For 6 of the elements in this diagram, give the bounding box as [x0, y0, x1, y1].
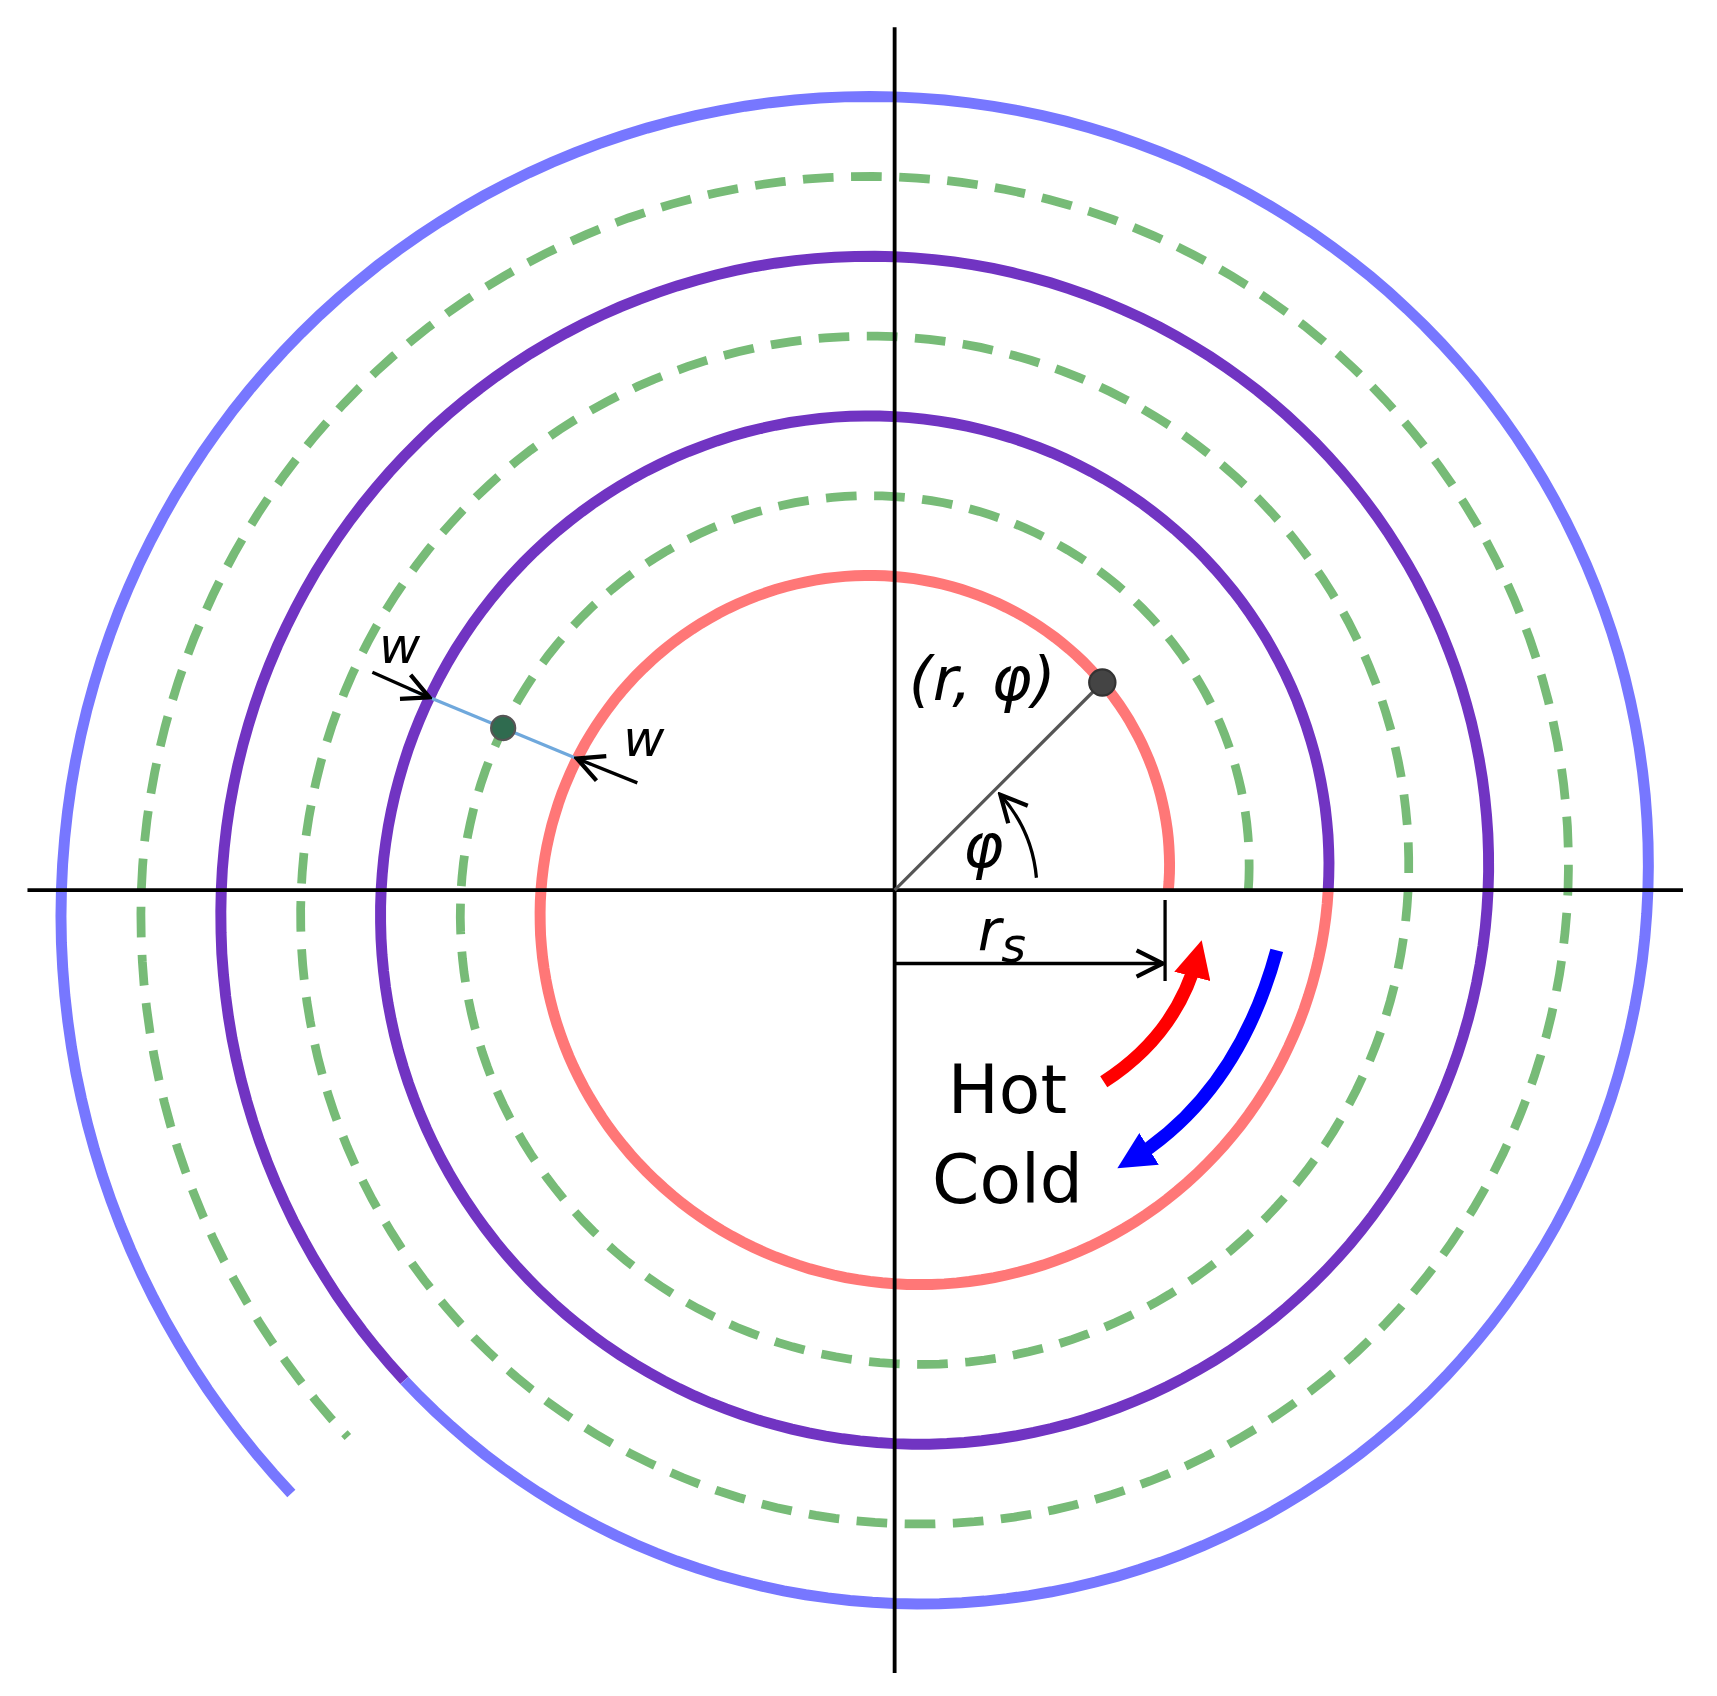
text-label: Hot — [947, 1055, 1067, 1124]
math-label: w — [379, 620, 421, 672]
text-label: Cold — [932, 1146, 1083, 1215]
math-label: w — [623, 713, 665, 765]
math-label: r$_{s}$ — [977, 902, 1026, 971]
math-label: φ — [963, 815, 1004, 878]
